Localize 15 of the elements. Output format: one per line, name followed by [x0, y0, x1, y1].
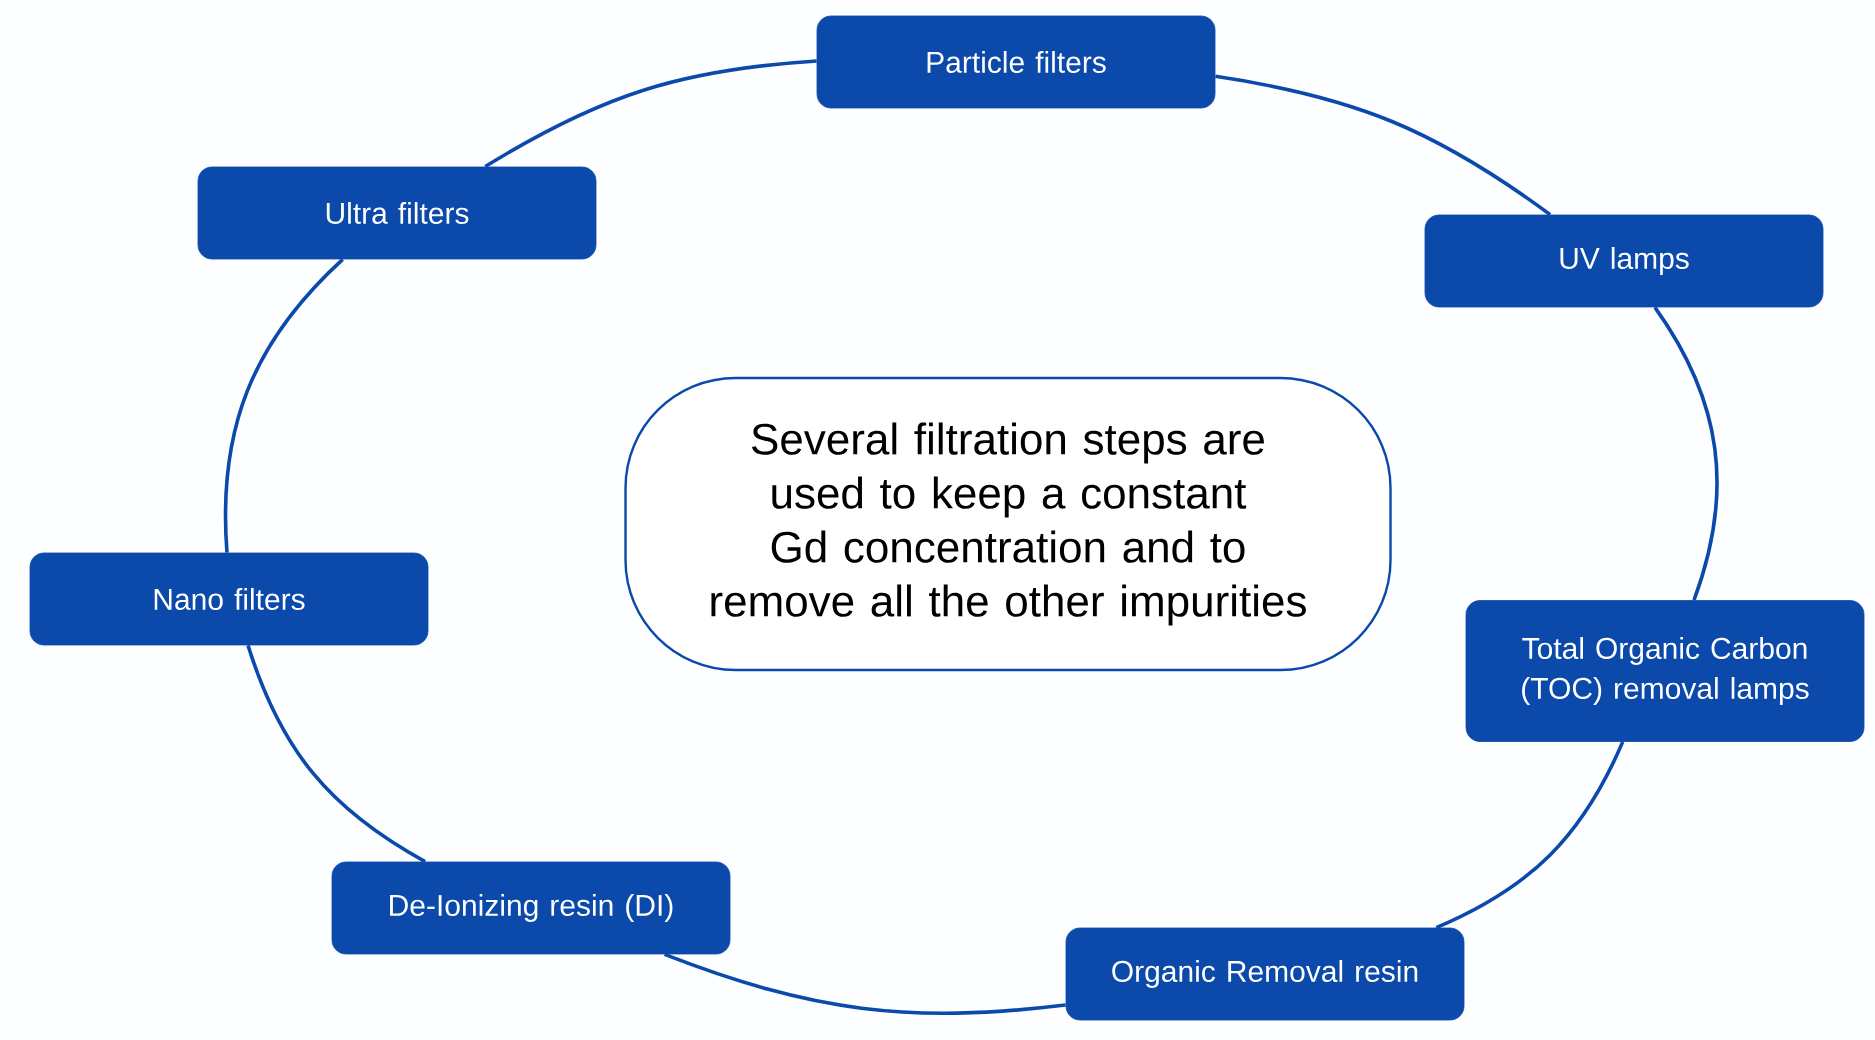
- connector-line: [1435, 741, 1625, 930]
- step-box: Ultra filters: [197, 166, 597, 260]
- note-box: Several filtration steps are used to keep a constant Gd concentration and to remove all the other impurities: [624, 376, 1392, 672]
- step-box: Nano filters: [29, 552, 429, 646]
- connector-line: [223, 258, 344, 553]
- step-box: Organic Removal resin: [1065, 927, 1465, 1021]
- step-box: UV lamps: [1424, 214, 1824, 308]
- step-box: Total Organic Carbon (TOC) removal lamps: [1465, 600, 1865, 742]
- connector-line: [1215, 74, 1552, 217]
- step-box: De-Ionizing resin (DI): [331, 861, 731, 955]
- connector-line: [663, 952, 1066, 1015]
- step-box: Particle filters: [816, 15, 1216, 109]
- connector-line: [1653, 306, 1719, 601]
- connector-line: [484, 59, 817, 169]
- connector-line: [246, 644, 426, 864]
